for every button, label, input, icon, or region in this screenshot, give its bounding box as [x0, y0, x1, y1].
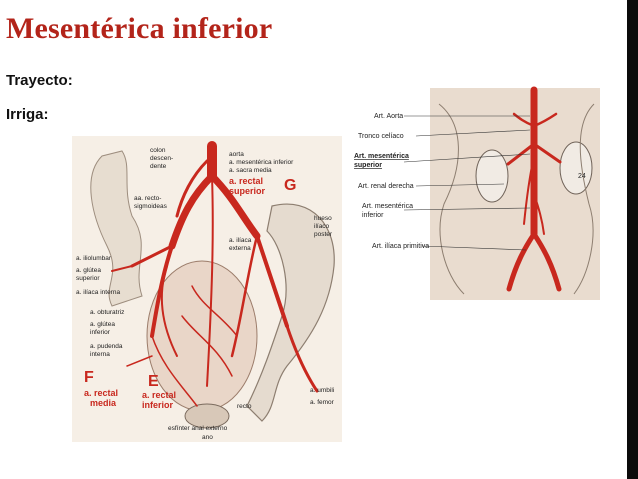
hueso-label-2: ilíaco: [314, 223, 330, 230]
renal-label: Art. renal derecha: [358, 183, 414, 190]
letter-E: E: [148, 373, 159, 390]
pelvic-bone-shape: [246, 203, 335, 422]
ano-label: ano: [202, 434, 213, 441]
anal-sphincter-shape: [184, 403, 230, 429]
hueso-label-3: poster: [314, 231, 333, 238]
figure-number: 24: [578, 173, 586, 180]
recto-label: recto: [237, 403, 252, 410]
mes-sup-label-2: superior: [354, 162, 382, 169]
recto-sig-label-1: aa. recto-: [134, 195, 161, 202]
glutea-sup-label-2: superior: [76, 275, 100, 282]
abdominal-aorta-illustration: Art. Aorta Tronco celíaco Art. mesentéri…: [354, 86, 600, 300]
mes-inf-label-1: Art. mesentérica: [362, 203, 413, 210]
descendente-label-2: dente: [150, 163, 167, 170]
trayecto-label: Trayecto:: [6, 72, 73, 89]
recto-sig-label-2: sigmoideas: [134, 203, 168, 210]
colon-label: colon: [150, 147, 166, 154]
page-title: Mesentérica inferior: [6, 12, 273, 45]
irriga-label: Irriga:: [6, 106, 49, 123]
rectal-media-label-1: a. rectal: [84, 388, 118, 398]
right-edge-bar: [627, 0, 638, 479]
right-kidney-shape: [475, 149, 509, 203]
glutea-sup-label-1: a. glútea: [76, 267, 101, 274]
pudenda-label-1: a. pudenda: [90, 343, 123, 350]
leader-lines: [403, 115, 531, 251]
glutea-inf-label-1: a. glútea: [90, 321, 115, 328]
mes-inf-label-2: inferior: [362, 212, 384, 219]
hueso-label-1: hueso: [314, 215, 332, 222]
femoral-label: a. femor: [310, 399, 335, 406]
rectal-superior-label-1: a. rectal: [229, 176, 263, 186]
letter-F: F: [84, 369, 94, 386]
umbilical-label: a. umbili: [310, 387, 334, 394]
pelvic-arteries-illustration: colon descen- dente aorta a. mesentérica…: [72, 136, 342, 442]
mes-sup-label-1: Art. mesentérica: [354, 153, 409, 160]
artery-network: [111, 141, 319, 407]
esfinter-label: esfínter anal externo: [168, 425, 228, 432]
iliaca-int-label: a. ilíaca interna: [76, 289, 120, 296]
glutea-inf-label-2: inferior: [90, 329, 111, 336]
celiaco-label: Tronco celíaco: [358, 133, 404, 140]
aorta-network: [506, 86, 562, 292]
rectal-superior-label-2: superior: [229, 186, 266, 196]
aorta-label: aorta: [229, 151, 244, 158]
iliolumbar-label: a. iliolumbar: [76, 255, 112, 262]
aorta-label-right: Art. Aorta: [374, 113, 403, 120]
obturatriz-label: a. obturatriz: [90, 309, 124, 316]
iliaca-ext-label-2: externa: [229, 245, 251, 252]
iliaca-label: Art. ilíaca primitiva: [372, 243, 429, 250]
rectal-media-label-2: media: [90, 398, 117, 408]
rectal-inferior-label-1: a. rectal: [142, 390, 176, 400]
descendente-label-1: descen-: [150, 155, 173, 162]
mesenterica-label: a. mesentérica inferior: [229, 159, 294, 166]
left-kidney-shape: [559, 141, 593, 195]
muscle-outline-right: [573, 103, 595, 295]
muscle-outline-left: [438, 103, 465, 295]
rectal-inferior-label-2: inferior: [142, 400, 174, 410]
sacra-label: a. sacra media: [229, 167, 272, 174]
pudenda-label-2: interna: [90, 351, 110, 358]
letter-G: G: [284, 177, 296, 194]
iliaca-ext-label-1: a. ilíaca: [229, 237, 252, 244]
